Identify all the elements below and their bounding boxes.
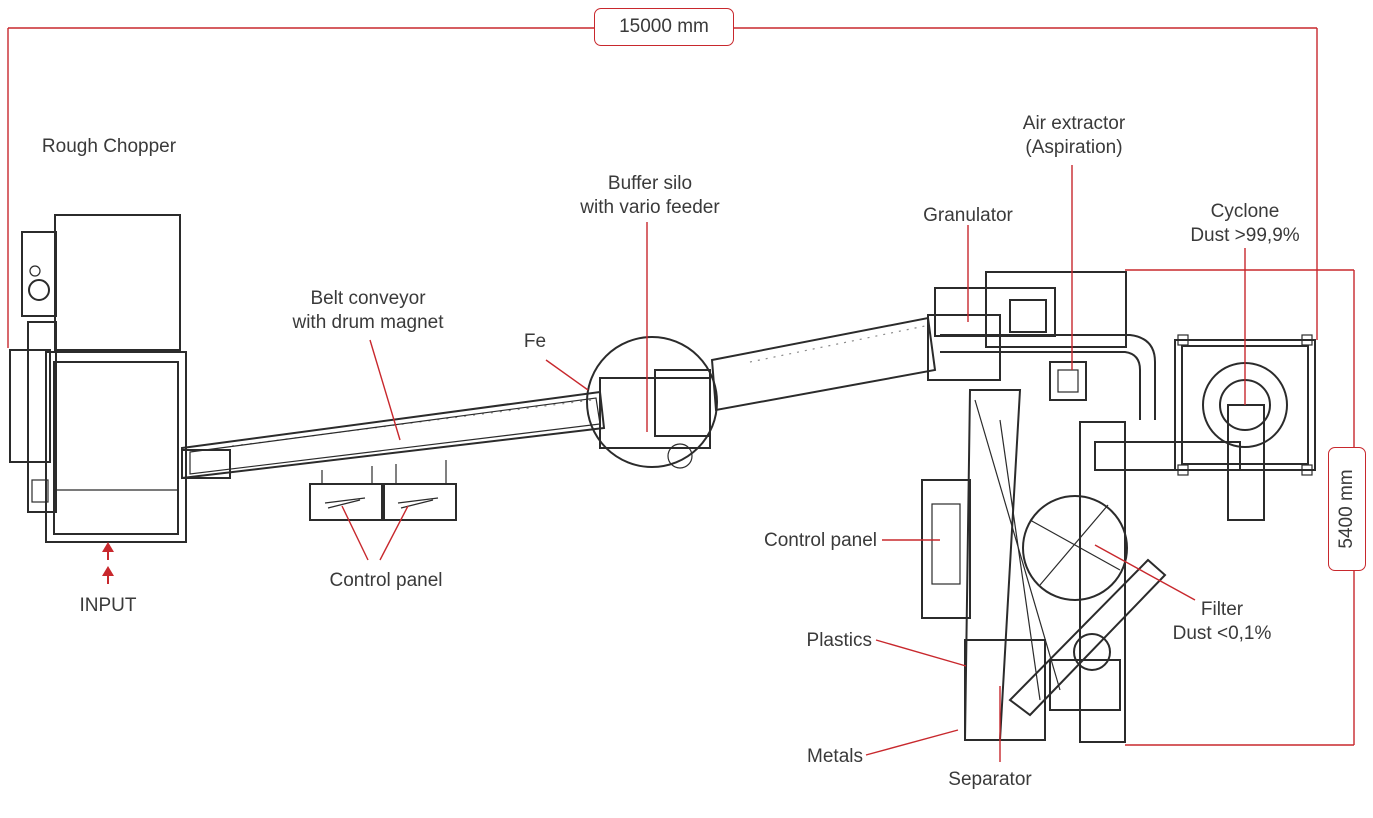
fe-label: Fe	[523, 331, 547, 352]
separator-label: Separator	[948, 769, 1032, 790]
filter-label-line2: Dust <0,1%	[1172, 623, 1272, 644]
height-dimension-label: 5400 mm	[1328, 447, 1366, 571]
plastics-label: Plastics	[806, 630, 872, 651]
metals-label: Metals	[807, 746, 863, 767]
buffer-silo-vario-feeder	[545, 222, 718, 469]
belt-conveyor-drum-magnet	[181, 390, 606, 480]
rough-chopper-machine	[9, 214, 187, 543]
cyclone-unit	[1094, 248, 1316, 521]
filter-unit	[1008, 495, 1196, 717]
height-dimension-line	[1125, 269, 1355, 746]
input-label: INPUT	[79, 595, 137, 616]
control-panel-right-label: Control panel	[763, 530, 877, 551]
air-extractor-label-line2: (Aspiration)	[1025, 137, 1123, 158]
buffer-silo-label-line2: with vario feeder	[580, 197, 720, 218]
input-arrow-icon	[102, 542, 114, 584]
granulator-assembly	[927, 165, 1156, 420]
buffer-silo-label-line1: Buffer silo	[607, 173, 693, 194]
cyclone-label-line1: Cyclone	[1210, 201, 1280, 222]
cyclone-label-line2: Dust >99,9%	[1190, 225, 1300, 246]
belt-conveyor-granulator	[710, 316, 937, 412]
width-dimension-line	[7, 27, 1318, 348]
rough-chopper-label: Rough Chopper	[41, 136, 177, 157]
control-panel-left-label: Control panel	[329, 570, 443, 591]
height-dimension-text: 5400 mm	[1336, 469, 1357, 549]
control-panel-separator	[882, 479, 971, 619]
control-panels-belt	[309, 460, 457, 561]
air-extractor-label-line1: Air extractor	[1022, 113, 1126, 134]
belt-conveyor-label-line1: Belt conveyor	[310, 288, 426, 309]
belt-conveyor-label-line2: with drum magnet	[292, 312, 444, 333]
granulator-label: Granulator	[923, 205, 1013, 226]
width-dimension-label: 15000 mm	[594, 8, 734, 46]
filter-label-line1: Filter	[1200, 599, 1244, 620]
leader-lines	[369, 339, 1001, 762]
